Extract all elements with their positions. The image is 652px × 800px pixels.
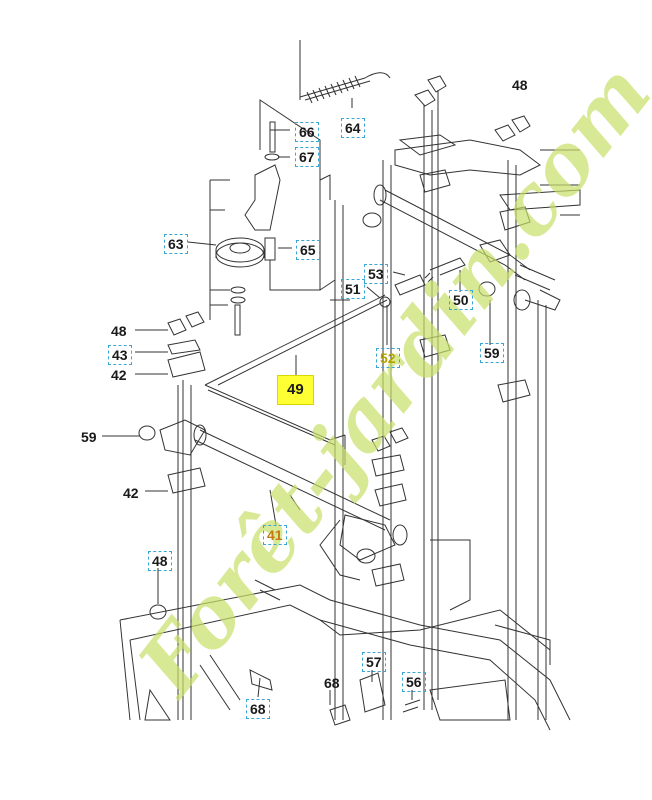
part-label-59: 59 [480,343,504,363]
part-label-68: 68 [324,675,340,691]
spring [299,72,391,104]
part-label-56: 56 [402,672,426,692]
part-label-64: 64 [341,118,365,138]
part-label-67: 67 [295,147,319,167]
part-label-42: 42 [111,367,127,383]
frame-rails [177,40,547,720]
bottom-frame [119,579,571,731]
part-label-51: 51 [341,279,365,299]
part-label-42: 42 [123,485,139,501]
part-label-53: 53 [364,264,388,284]
fasteners [138,75,531,620]
part-label-66: 66 [295,122,319,142]
tension-bracket [209,99,321,336]
leader-lines [102,98,491,705]
saddle-blocks [167,169,531,587]
part-label-63: 63 [164,234,188,254]
part-label-52: 52 [376,348,400,368]
part-label-57: 57 [362,652,386,672]
part-label-59: 59 [81,429,97,445]
top-plate [394,134,581,211]
lower-shaft [159,419,408,581]
part-label-43: 43 [108,345,132,365]
part-label-48: 48 [512,77,528,93]
rod [204,294,388,465]
part-label-49-highlighted: 49 [277,375,314,405]
part-label-48: 48 [148,551,172,571]
part-label-50: 50 [449,290,473,310]
upper-shaft [373,184,561,311]
part-label-65: 65 [296,240,320,260]
cut-lines [319,149,580,611]
part-label-48: 48 [111,323,127,339]
part-label-68: 68 [246,699,270,719]
part-label-41: 41 [263,525,287,545]
